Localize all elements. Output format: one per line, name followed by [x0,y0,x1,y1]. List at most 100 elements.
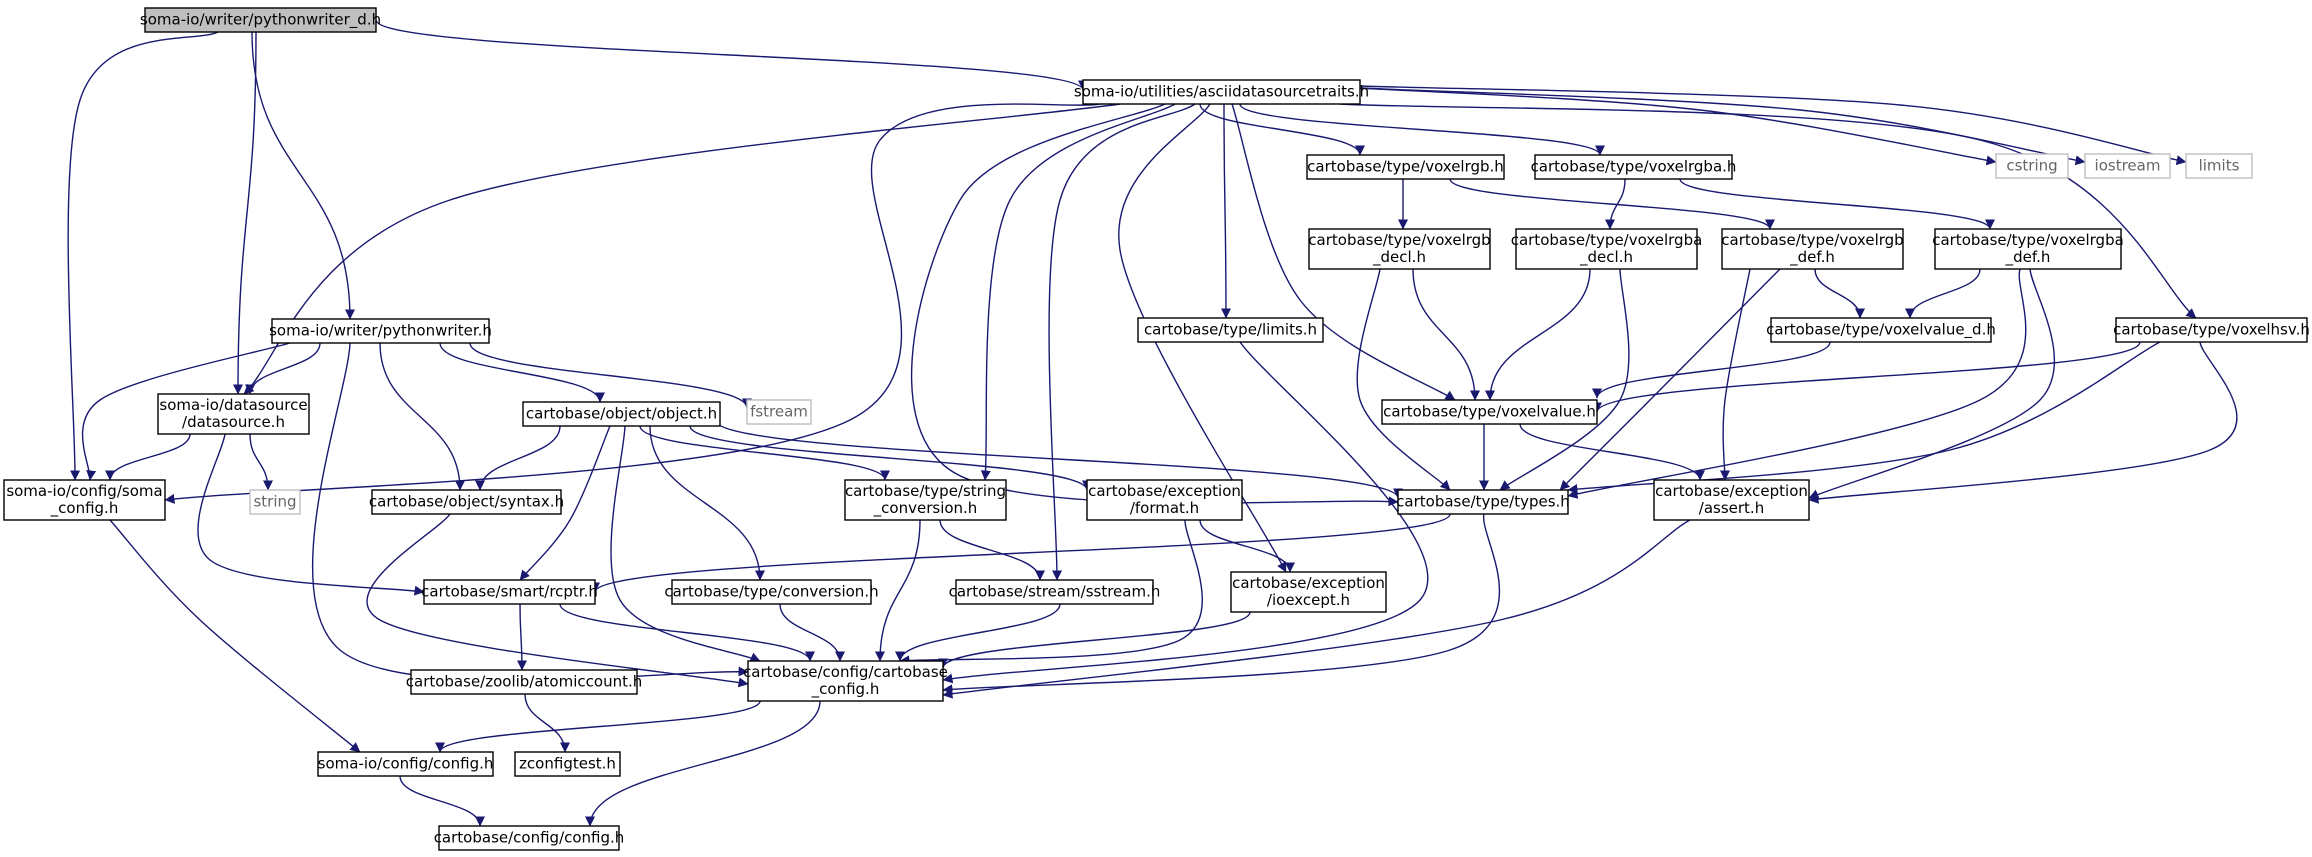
node-box [1534,154,1733,180]
node-n2[interactable]: cstring [1995,153,2069,179]
node-n9[interactable]: cartobase/type/voxelrgb_def.h [1721,228,1904,270]
node-box [671,579,872,605]
node-n19[interactable]: soma-io/config/soma_config.h [3,479,166,521]
node-n31[interactable]: cartobase/zoolib/atomiccount.h [406,669,642,695]
node-n27[interactable]: cartobase/type/conversion.h [664,579,879,605]
edge-n16-n26 [519,425,611,581]
node-label: cartobase/type/voxelvalue.h [1383,403,1596,421]
node-label: cartobase/type/voxelrgba.h [1531,158,1737,176]
node-label: cartobase/type/voxelvalue_d.h [1766,321,1996,340]
node-label: _decl.h [1579,248,1633,267]
node-n28[interactable]: cartobase/stream/sstream.h [949,579,1161,605]
node-label: cartobase/type/limits.h [1144,321,1317,339]
node-box [1230,571,1387,613]
edge-n14-n24 [1567,341,2161,494]
edge-n25-n30 [942,519,1691,699]
node-n13[interactable]: cartobase/type/voxelvalue_d.h [1766,317,1996,343]
edge-n6-n10 [1679,178,1995,230]
node-n11[interactable]: soma-io/writer/pythonwriter.h [269,318,492,344]
node-n1[interactable]: soma-io/utilities/asciidatasourcetraits.… [1074,79,1369,105]
node-box [423,579,596,605]
node-n24[interactable]: cartobase/type/types.h [1396,489,1570,515]
node-label: cartobase/type/voxelrgba [1511,231,1703,249]
node-label: _decl.h [1372,248,1426,267]
node-n33[interactable]: zconfigtest.h [514,751,621,777]
edge-n16-n22 [639,425,890,481]
node-box [317,751,494,777]
node-box [844,479,1007,521]
edges-layer [67,19,2238,827]
node-n25[interactable]: cartobase/exception/assert.h [1653,479,1810,521]
node-n29[interactable]: cartobase/exception/ioexcept.h [1230,571,1387,613]
node-n17[interactable]: fstream [746,399,812,425]
node-n8[interactable]: cartobase/type/voxelrgba_decl.h [1511,228,1703,270]
node-label: cartobase/config/config.h [434,829,625,847]
edge-n1-n3 [1359,87,2086,166]
edge-n31-n33 [524,693,570,753]
node-box [1995,153,2069,179]
node-n34[interactable]: cartobase/config/config.h [434,825,625,851]
edge-n11-n16 [439,342,605,403]
node-label: cartobase/type/types.h [1396,493,1570,511]
node-n26[interactable]: cartobase/smart/rcptr.h [421,579,598,605]
node-n5[interactable]: cartobase/type/voxelrgb.h [1306,154,1505,180]
edge-n16-n27 [649,425,765,581]
node-box [1082,79,1361,105]
node-n18[interactable]: cartobase/type/voxelvalue.h [1381,399,1598,425]
node-label: /datasource.h [182,413,285,431]
edge-n11-n15 [245,342,321,395]
node-label: cartobase/type/voxelrgb [1721,231,1903,249]
node-box [955,579,1154,605]
node-n3[interactable]: iostream [2084,153,2171,179]
node-n23[interactable]: cartobase/exception/format.h [1086,479,1243,521]
edge-n10-n13 [1905,268,1981,319]
node-label: cartobase/type/string [845,482,1006,500]
node-n22[interactable]: cartobase/type/string_conversion.h [844,479,1007,521]
edge-n23-n29 [1199,519,1295,573]
node-label: /assert.h [1699,499,1764,517]
edge-n15-n20 [249,433,273,491]
node-label: _conversion.h [873,499,978,518]
node-box [3,479,166,521]
node-box [1137,317,1324,343]
node-n14[interactable]: cartobase/type/voxelhsv.h [2113,317,2310,343]
node-label: string [253,493,296,511]
edge-n0-n1 [375,19,1088,91]
node-n6[interactable]: cartobase/type/voxelrgba.h [1531,154,1737,180]
node-n10[interactable]: cartobase/type/voxelrgba_def.h [1932,228,2124,270]
edge-n6-n8 [1605,178,1626,230]
edge-n23-n30 [899,519,1203,666]
node-label: limits [2199,157,2240,175]
node-box [1086,479,1243,521]
node-n21[interactable]: cartobase/object/syntax.h [369,489,564,515]
node-n12[interactable]: cartobase/type/limits.h [1137,317,1324,343]
node-n7[interactable]: cartobase/type/voxelrgb_decl.h [1308,228,1491,270]
node-n20[interactable]: string [249,489,301,515]
edge-n29-n30 [938,611,1251,669]
edge-n11-n19 [81,342,291,481]
node-label: cartobase/exception [1655,482,1808,500]
node-box [249,489,301,515]
node-box [1397,489,1569,515]
node-box [1721,228,1904,270]
edge-n1-n18 [1231,103,1456,401]
edge-n10-n24 [1567,268,2027,499]
node-n32[interactable]: soma-io/config/config.h [317,751,494,777]
node-box [144,7,377,33]
node-box [410,669,638,695]
edge-n1-n4 [1359,85,2187,166]
edge-n26-n30 [559,603,815,662]
edge-n18-n25 [1519,423,1705,481]
node-n4[interactable]: limits [2185,153,2253,179]
edge-n22-n30 [875,519,921,662]
edge-n27-n30 [779,603,845,662]
node-n16[interactable]: cartobase/object/object.h [522,401,721,427]
edge-n12-n30 [942,341,1429,684]
node-n0[interactable]: soma-io/writer/pythonwriter_d.h [140,7,381,33]
node-n30[interactable]: cartobase/config/cartobase_config.h [743,660,948,702]
edge-n22-n28 [939,519,1045,581]
node-label: cartobase/type/voxelrgb.h [1307,158,1504,176]
node-n15[interactable]: soma-io/datasource/datasource.h [157,393,310,435]
node-label: _def.h [2005,248,2051,267]
